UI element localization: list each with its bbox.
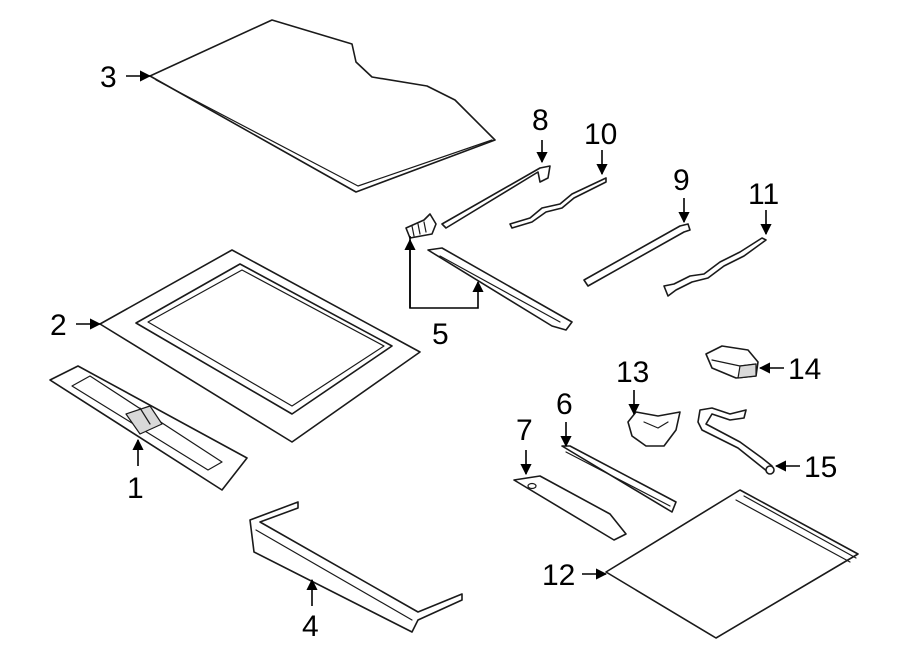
callout-7: 7	[516, 414, 533, 447]
callout-9: 9	[673, 164, 690, 197]
callout-1: 1	[127, 472, 144, 505]
callout-6: 6	[556, 388, 573, 421]
callout-2: 2	[50, 309, 67, 342]
part-2-sunroof-frame	[99, 249, 421, 443]
callout-14: 14	[788, 353, 821, 386]
callout-3: 3	[100, 61, 117, 94]
callout-labels: 3 2 1 4 5 8 10 9 11 6 7 13 14 15 12	[50, 61, 837, 643]
part-11-cable	[663, 237, 767, 297]
leader-lines	[76, 70, 800, 606]
part-1-deflector	[49, 365, 248, 491]
part-9-seal	[583, 223, 691, 287]
part-5-bolt	[405, 213, 437, 239]
part-3-glass-panel	[149, 19, 496, 193]
part-8-seal	[441, 165, 551, 229]
callout-11: 11	[748, 178, 779, 211]
part-12-sunshade	[605, 489, 859, 639]
part-15-drain-hose	[697, 407, 775, 475]
part-5-guide-rail	[427, 247, 573, 331]
part-10-cable	[509, 177, 607, 229]
part-4-wind-deflector	[249, 501, 463, 633]
part-14-motor	[705, 345, 759, 379]
callout-5: 5	[432, 318, 449, 351]
callout-15: 15	[804, 451, 837, 484]
callout-8: 8	[532, 104, 549, 137]
part-13-bracket	[627, 411, 681, 447]
callout-4: 4	[302, 610, 319, 643]
part-7-strip	[513, 475, 627, 541]
callout-12: 12	[542, 559, 575, 592]
callout-10: 10	[584, 118, 617, 151]
callout-13: 13	[616, 356, 649, 389]
